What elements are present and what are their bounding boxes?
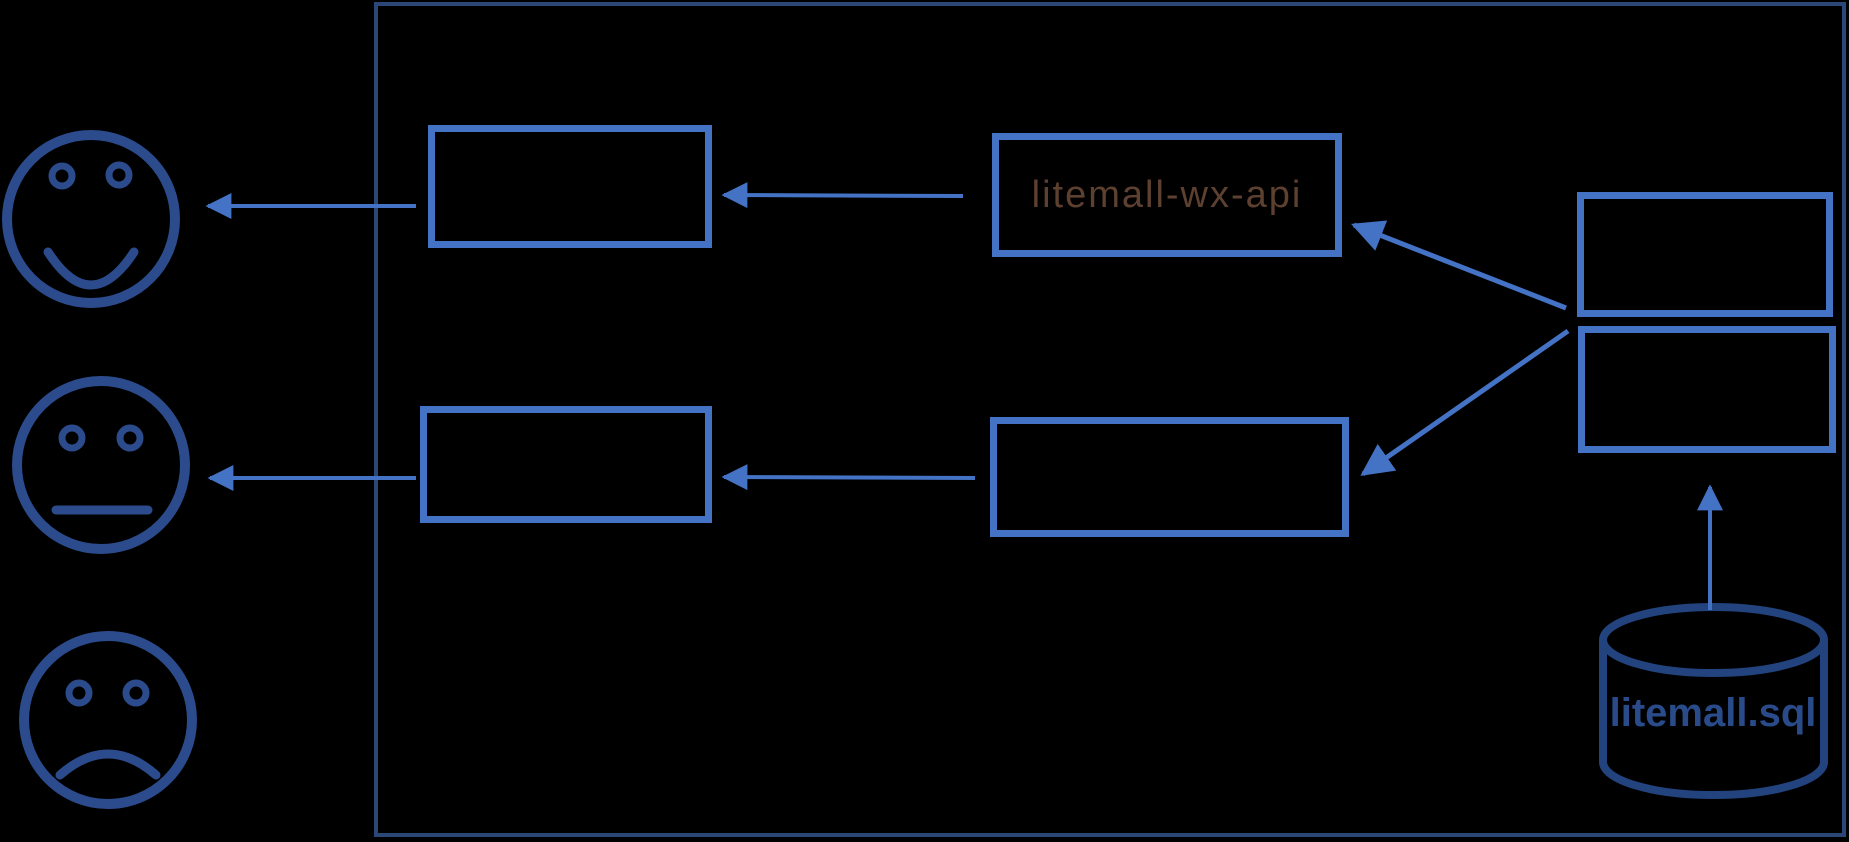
neutral-face-icon [12, 376, 190, 554]
arrow-right-boxes-to-row2-mid-box [1360, 328, 1570, 477]
right-bottom-box [1578, 326, 1836, 453]
arrow-right-boxes-to-wx-api [1350, 220, 1567, 311]
arrow-wx-api-to-row1-box [721, 182, 964, 209]
database-cylinder-icon: litemall.sql [1599, 603, 1828, 799]
right-top-box [1577, 192, 1833, 317]
sad-face-icon [19, 631, 197, 809]
happy-face-icon [2, 130, 180, 308]
system-boundary-box [374, 2, 1846, 837]
arrow-row2-mid-box-to-row2-left-box [721, 464, 976, 491]
row2-mid-box [990, 417, 1349, 537]
database-label: litemall.sql [1610, 691, 1817, 735]
row2-left-box [420, 406, 712, 523]
wx-api-label: litemall-wx-api [1031, 173, 1303, 216]
wx-api-box: litemall-wx-api [992, 133, 1342, 257]
row1-left-box [428, 125, 712, 248]
